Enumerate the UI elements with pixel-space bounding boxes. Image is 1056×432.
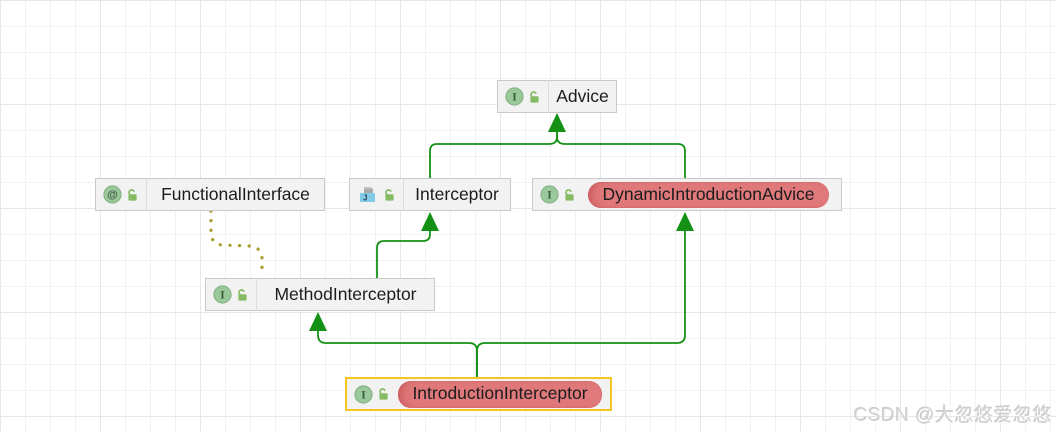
node-dynamic-introduction-advice[interactable]: I DynamicIntroductionAdvice (532, 178, 842, 211)
svg-text:I: I (512, 92, 517, 104)
red-marker-highlight: IntroductionInterceptor (398, 381, 602, 408)
arrowhead-advice (548, 113, 566, 132)
node-separator (548, 80, 549, 113)
lock-icon (562, 188, 576, 202)
red-marker-highlight: DynamicIntroductionAdvice (588, 181, 829, 209)
svg-text:I: I (547, 190, 552, 202)
lock-icon (125, 188, 139, 202)
svg-text:J: J (363, 194, 367, 203)
node-interceptor[interactable]: J Interceptor (349, 178, 511, 211)
node-separator (403, 178, 404, 211)
interface-icon: I (354, 384, 373, 404)
lock-icon (527, 90, 541, 104)
node-label: FunctionalInterface (161, 183, 310, 204)
node-functional-interface[interactable]: @ FunctionalInterface (95, 178, 325, 211)
arrowhead-dynamicintroductionadvice (676, 212, 694, 231)
lock-icon (235, 288, 249, 302)
edge-introductioninterceptor-extends-dynamicintroductionadvice (476, 230, 686, 377)
node-method-interceptor[interactable]: I MethodInterceptor (205, 278, 435, 311)
edge-introductioninterceptor-extends-methodinterceptor (317, 330, 478, 377)
lock-icon (376, 387, 390, 401)
node-separator (256, 278, 257, 311)
svg-text:I: I (361, 389, 366, 401)
csdn-watermark: CSDN @大忽悠爱忽悠 (853, 405, 1052, 426)
node-label: Interceptor (415, 183, 499, 204)
edge-methodinterceptor-extends-interceptor (376, 230, 431, 278)
interface-icon: I (213, 285, 232, 304)
node-label: Advice (556, 85, 609, 106)
arrowhead-interceptor (421, 212, 439, 231)
node-advice[interactable]: I Advice (497, 80, 617, 113)
interface-icon: I (540, 185, 559, 204)
node-label: DynamicIntroductionAdvice (576, 181, 841, 209)
annotation-icon: @ (103, 185, 122, 204)
node-separator (146, 178, 147, 211)
arrowhead-methodinterceptor (309, 312, 327, 331)
node-label: MethodInterceptor (274, 283, 417, 304)
node-introduction-interceptor[interactable]: I IntroductionInterceptor (345, 377, 612, 411)
svg-text:I: I (220, 290, 225, 302)
svg-text:@: @ (107, 189, 118, 201)
edge-methodinterceptor-annotation-functionalinterface (209, 209, 264, 277)
lock-icon (382, 188, 396, 202)
node-label: IntroductionInterceptor (390, 381, 610, 408)
interface-icon: I (505, 87, 524, 106)
edge-dynamicintroductionadvice-extends-advice (556, 131, 686, 178)
edge-interceptor-extends-advice (429, 131, 558, 178)
java-library-class-icon: J (357, 185, 379, 204)
